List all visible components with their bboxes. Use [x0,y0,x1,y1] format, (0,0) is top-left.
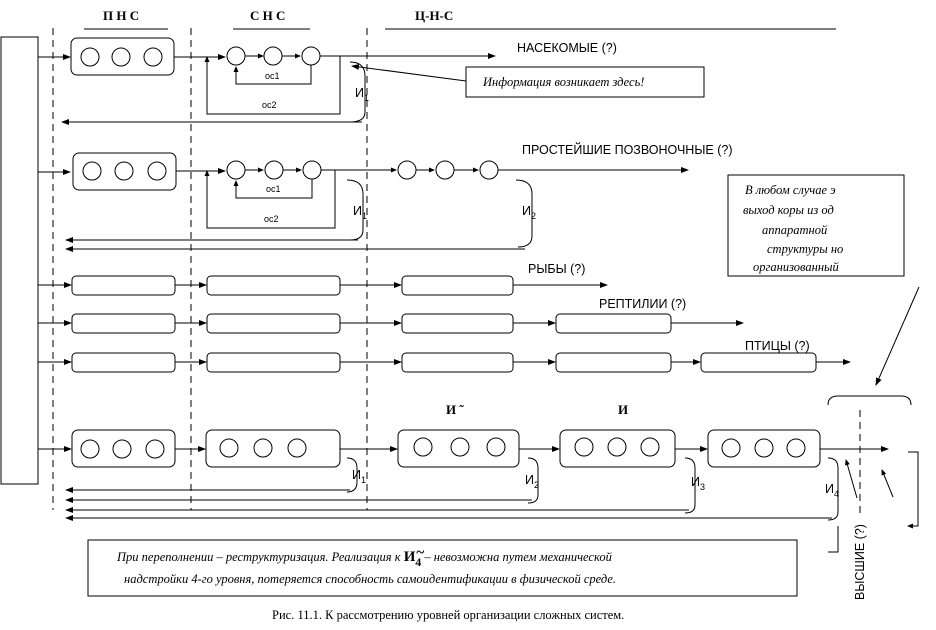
output-label-insects: НАСЕКОМЫЕ (?) [517,41,617,55]
header-pns: П Н С [103,8,139,23]
info-note-pointer [351,63,467,82]
cns-node [435,160,455,180]
cns-block [555,313,672,334]
cortex-note-box [727,174,905,277]
cns-node [397,160,417,180]
row-vertebrates: ос1 ос2 ПРОСТЕЙШИЕ ПОЗВОНОЧНЫЕ (?) И1 И2 [38,142,732,252]
feedback-os1 [233,65,312,85]
pns-block [71,275,176,296]
header-cns: Ц-Н-С [415,8,453,23]
marker-i3: И3 [691,475,705,492]
header-sns: С Н С [250,8,285,23]
output-label-vertebrates: ПРОСТЕЙШИЕ ПОЗВОНОЧНЫЕ (?) [522,142,732,157]
pns-block [71,352,176,373]
cns-block [401,275,514,296]
bracket-i2 [527,457,539,504]
higher-bracket [827,395,912,406]
row-insects: ос1 ос2 НАСЕКОМЫЕ (?) И1 [38,37,617,125]
info-note-box [465,66,705,98]
output-label-fish: РЫБЫ (?) [528,262,585,276]
marker-i2: И2 [525,473,539,490]
sns-block [206,275,341,296]
bracket-i4 [827,457,839,521]
figure-caption: Рис. 11.1. К рассмотрению уровней органи… [272,608,624,622]
bottom-note-line1: При переполнении – реструктуризация. Реа… [116,545,613,569]
sns-node [301,46,321,66]
os1-label: ос1 [265,71,280,81]
output-label-higher: ВЫСШИЕ (?) [853,524,867,600]
sns-node [226,160,246,180]
cns-block [700,352,817,373]
higher-arrow [907,451,919,529]
sns-node [226,46,246,66]
bottom-note-box [87,539,798,597]
row-label-b: И [618,402,628,417]
bracket-i1 [349,61,366,123]
marker-i2: И2 [522,204,536,221]
cortex-note-line: В любом случае э [745,183,836,197]
feedback-os2 [204,170,336,229]
bracket-i2 [515,179,533,248]
row-label-a: И ̃ [446,402,464,417]
bracket-i1 [346,457,358,493]
sns-node [302,160,322,180]
sns-block [206,313,341,334]
row-fish: РЫБЫ (?) [38,262,608,296]
bracket-i3 [684,457,696,514]
marker-i4: И4 [825,482,839,499]
bottom-note-line2: надстройки 4-го уровня, потеряется спосо… [124,572,616,586]
row-birds: ПТИЦЫ (?) [38,339,851,373]
marker-i1: И1 [355,86,369,103]
sns-node [264,160,284,180]
cortex-note-line: организованный [753,260,839,274]
cns-node [479,160,499,180]
feedback-os2 [204,56,341,115]
higher-arrow [844,459,858,499]
marker-i1: И1 [353,204,367,221]
row-reptiles: РЕПТИЛИИ (?) [38,297,744,334]
marker-i1: И1 [352,468,366,485]
os2-label: ос2 [264,214,279,224]
input-bar [0,36,39,485]
sns-node [263,46,283,66]
cns-block [401,313,514,334]
info-note-text: Информация возникает здесь! [482,75,644,89]
os1-label: ос1 [266,184,281,194]
sns-block [206,352,341,373]
cns-block [555,352,672,373]
bracket-i1 [346,179,364,241]
feedback-os1 [233,179,313,199]
output-label-reptiles: РЕПТИЛИИ (?) [599,297,686,311]
cns-block [401,352,514,373]
cortex-note-line: аппаратной [762,223,828,237]
cortex-note-line: структуры но [767,242,843,256]
row-higher: И ̃ И И1 И2 И3 И4 ВЫСШИЕ (?) [38,395,919,600]
higher-arrow [828,526,839,553]
pns-block [71,313,176,334]
cortex-note-pointer [875,286,920,386]
higher-arrow [881,469,894,498]
cortex-note-line: выход коры из од [743,203,834,217]
output-label-birds: ПТИЦЫ (?) [745,339,810,353]
os2-label: ос2 [262,100,277,110]
